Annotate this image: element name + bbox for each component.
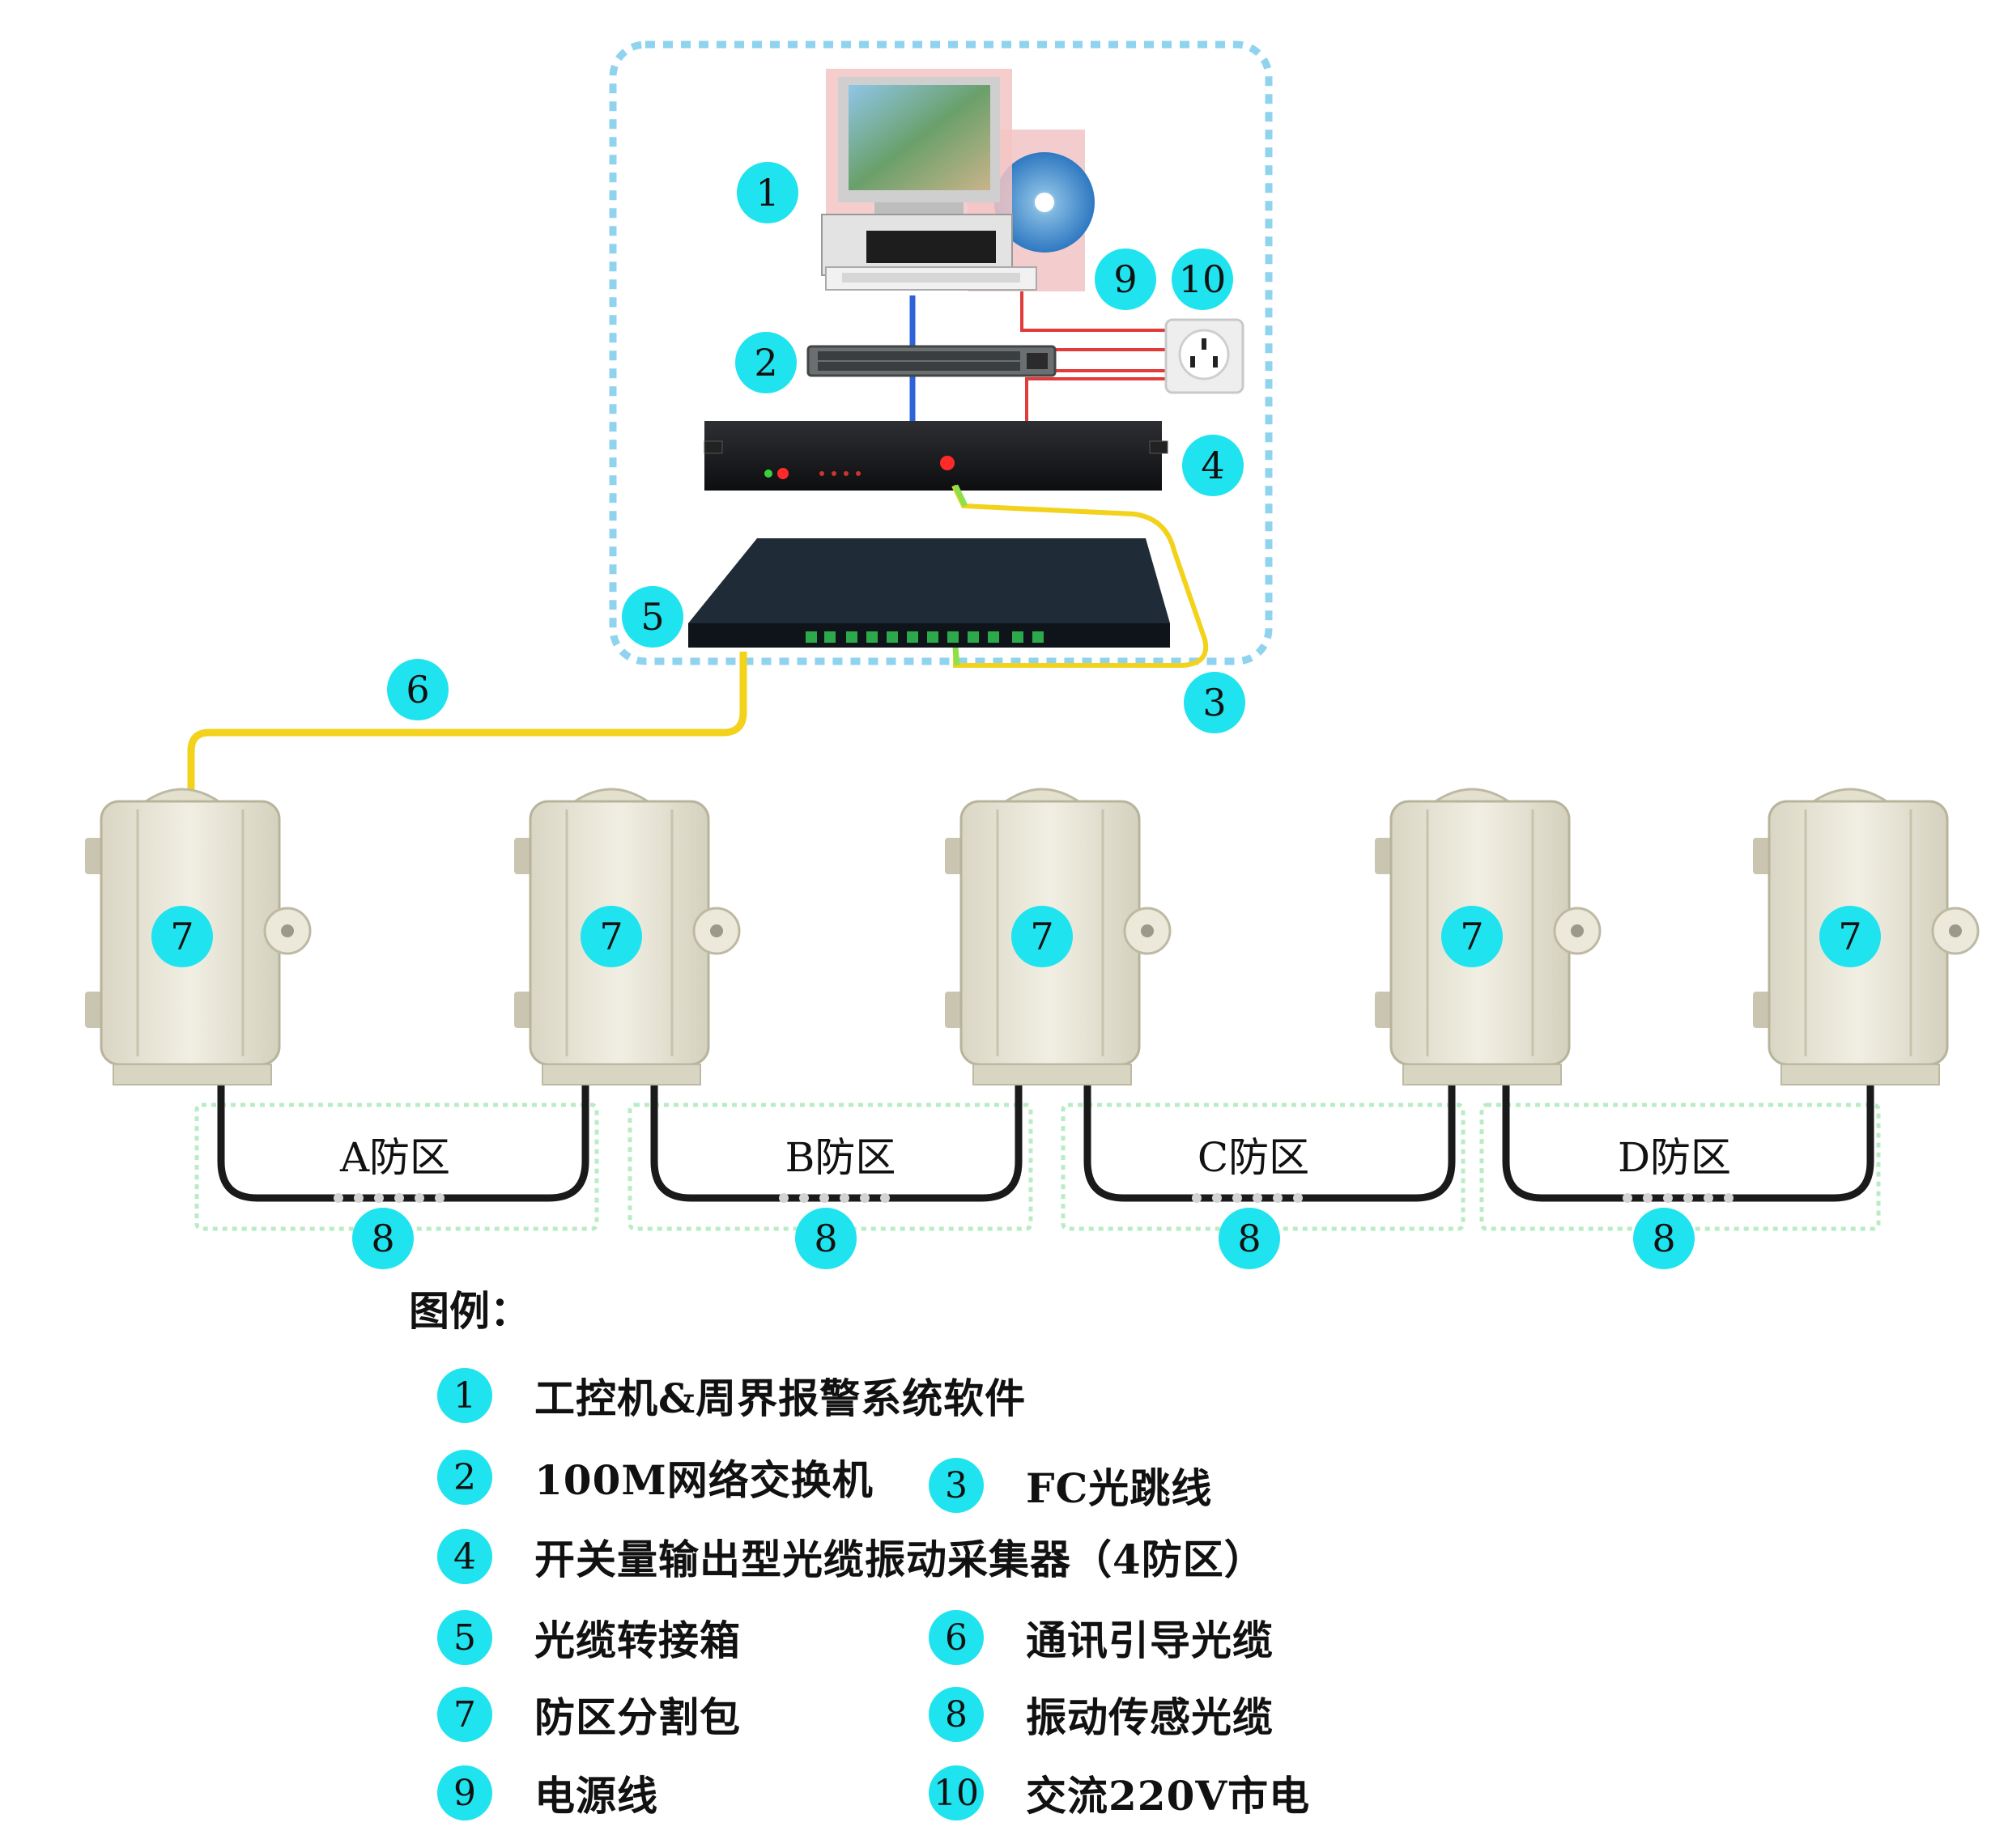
legend-badge: 3 (929, 1458, 984, 1513)
svg-text:2: 2 (754, 341, 777, 384)
legend-badge: 5 (437, 1610, 492, 1665)
legend-text: 工控机&周界报警系统软件 (534, 1374, 1027, 1422)
legend-item-6: 6 通讯引导光缆 (929, 1605, 1274, 1670)
badge-6: 6 (387, 659, 449, 720)
legend-title: 图例： (409, 1287, 530, 1335)
legend-badge: 10 (929, 1765, 984, 1820)
zone-label-c: C防区 (1198, 1134, 1309, 1181)
legend-badge: 7 (437, 1687, 492, 1742)
badge-9: 9 (1095, 249, 1156, 310)
legend-text: 100M网络交换机 (534, 1456, 874, 1504)
legend-item-1: 1 工控机&周界报警系统软件 (437, 1363, 1026, 1428)
svg-text:8: 8 (1237, 1217, 1261, 1260)
svg-text:9: 9 (1113, 257, 1137, 301)
badge-5: 5 (622, 586, 683, 648)
badge-1: 1 (737, 162, 798, 223)
legend-badge: 6 (929, 1610, 984, 1665)
legend-item-4: 4 开关量输出型光缆振动采集器（4防区） (437, 1524, 1266, 1589)
legend-item-5: 5 光缆转接箱 (437, 1605, 741, 1670)
industrial-computer (821, 69, 1095, 291)
legend-text: 防区分割包 (534, 1693, 741, 1741)
svg-text:10: 10 (1179, 257, 1227, 301)
badge-7-c: 7 (1011, 906, 1073, 967)
legend-badge: 2 (437, 1450, 492, 1505)
equipment-frame (609, 40, 1273, 665)
badge-2: 2 (735, 332, 797, 393)
svg-text:7: 7 (170, 915, 194, 958)
svg-text:7: 7 (1460, 915, 1483, 958)
svg-text:7: 7 (599, 915, 623, 958)
zone-label-d: D防区 (1618, 1134, 1731, 1181)
legend-item-2: 2 100M网络交换机 (437, 1445, 874, 1510)
legend-text: 光缆转接箱 (534, 1616, 741, 1664)
legend-badge: 4 (437, 1529, 492, 1584)
legend-item-7: 7 防区分割包 (437, 1682, 741, 1747)
badge-3: 3 (1184, 672, 1245, 733)
svg-text:8: 8 (371, 1217, 394, 1260)
fiber-junction-box (688, 538, 1170, 648)
fc-jumper (951, 484, 1209, 668)
badge-7-b: 7 (581, 906, 642, 967)
legend-item-10: 10 交流220V市电 (929, 1761, 1310, 1825)
badge-7-d: 7 (1441, 906, 1503, 967)
svg-text:5: 5 (640, 595, 664, 639)
legend-text: FC光跳线 (1026, 1464, 1213, 1512)
legend-text: 交流220V市电 (1026, 1772, 1311, 1820)
legend-badge: 1 (437, 1368, 492, 1423)
zone-label-a: A防区 (339, 1134, 450, 1181)
power-socket (1164, 318, 1244, 394)
legend-item-8: 8 振动传感光缆 (929, 1682, 1274, 1747)
zone-label-b: B防区 (785, 1134, 896, 1181)
legend-text: 通讯引导光缆 (1026, 1616, 1274, 1664)
legend-text: 开关量输出型光缆振动采集器（4防区） (534, 1536, 1266, 1583)
badge-7-e: 7 (1819, 906, 1881, 967)
sensing-cables (217, 1081, 1874, 1202)
legend-badge: 9 (437, 1765, 492, 1820)
network-switch (806, 345, 1057, 377)
legend-text: 电源线 (534, 1772, 658, 1820)
power-cables (1020, 291, 1166, 421)
legend-badge: 8 (929, 1687, 984, 1742)
legend-text: 振动传感光缆 (1026, 1693, 1274, 1741)
guide-optical-cable (187, 652, 747, 789)
svg-text:6: 6 (406, 668, 429, 712)
svg-text:8: 8 (1652, 1217, 1675, 1260)
legend-item-3: 3 FC光跳线 (929, 1453, 1212, 1518)
svg-text:7: 7 (1838, 915, 1861, 958)
zone-splitter-boxes (85, 788, 1980, 1085)
svg-text:3: 3 (1202, 681, 1226, 724)
badge-4: 4 (1182, 435, 1244, 496)
badge-8-a: 8 (352, 1208, 414, 1269)
badge-7-a: 7 (151, 906, 213, 967)
badge-8-b: 8 (795, 1208, 857, 1269)
badge-8-c: 8 (1219, 1208, 1280, 1269)
svg-text:1: 1 (755, 171, 779, 215)
cable-dots (334, 1193, 1734, 1203)
badges: 1 2 4 5 3 6 9 10 7 7 7 7 7 8 8 8 8 (151, 162, 1881, 1269)
badge-8-d: 8 (1633, 1208, 1695, 1269)
badge-10: 10 (1172, 249, 1233, 310)
vibration-collector (704, 421, 1168, 491)
legend-item-9: 9 电源线 (437, 1761, 658, 1825)
svg-text:7: 7 (1030, 915, 1053, 958)
svg-text:8: 8 (814, 1217, 837, 1260)
svg-text:4: 4 (1201, 444, 1224, 487)
